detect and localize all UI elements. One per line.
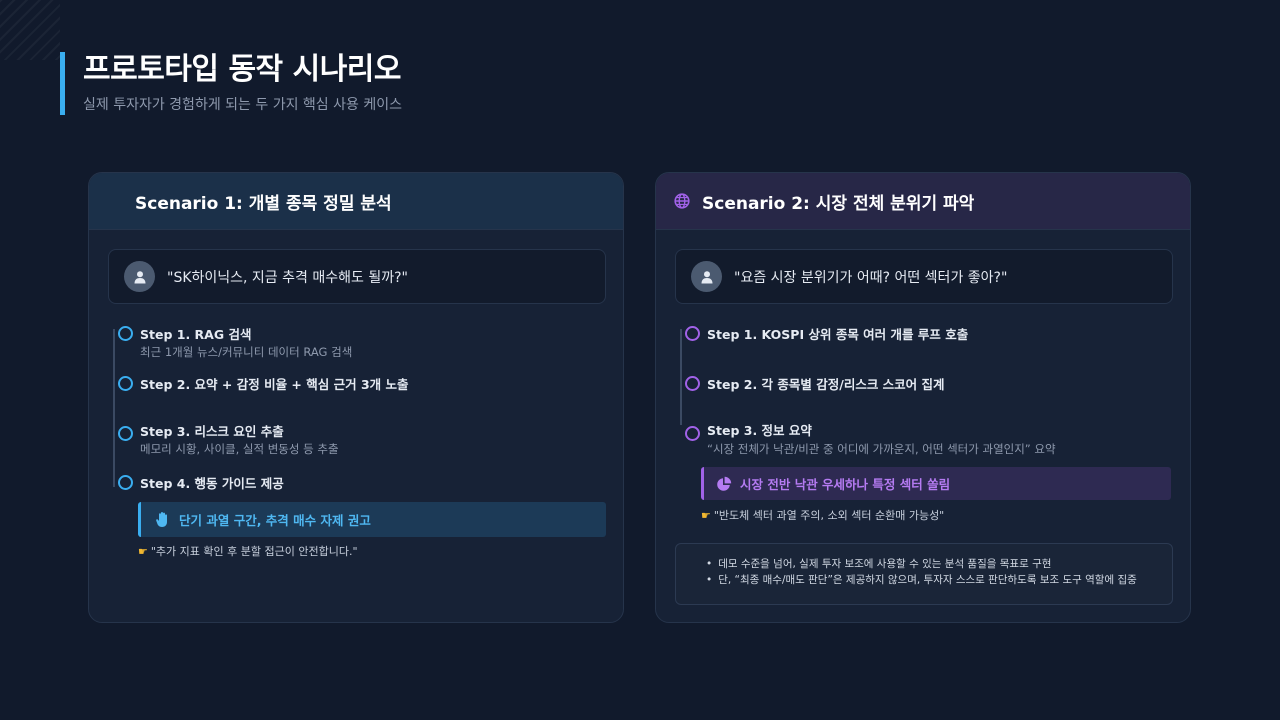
corner-decoration <box>0 0 60 60</box>
scenario-2-info-box: •데모 수준을 넘어, 실제 투자 보조에 사용할 수 있는 분석 품질을 목표… <box>675 543 1173 605</box>
step-title: Step 2. 요약 + 감정 비율 + 핵심 근거 3개 노출 <box>140 377 409 392</box>
step-marker <box>118 326 133 341</box>
step-title: Step 1. KOSPI 상위 종목 여러 개를 루프 호출 <box>707 327 969 342</box>
scenario-1-timeline <box>113 329 115 487</box>
scenario-2-timeline <box>680 329 682 425</box>
scenario-1-query: "SK하이닉스, 지금 추격 매수해도 될까?" <box>108 249 606 304</box>
step-marker <box>118 475 133 490</box>
scenario-1-header: Scenario 1: 개별 종목 정밀 분석 <box>89 173 623 230</box>
user-icon <box>691 261 722 292</box>
scenario-1-card: Scenario 1: 개별 종목 정밀 분석 "SK하이닉스, 지금 추격 매… <box>88 172 624 623</box>
scenario-1-title: Scenario 1: 개별 종목 정밀 분석 <box>135 193 392 214</box>
step-title: Step 4. 행동 가이드 제공 <box>140 476 284 491</box>
scenario-2-note: ☛ "반도체 섹터 과열 주의, 소외 섹터 순환매 가능성" <box>701 507 944 523</box>
hand-icon <box>155 511 171 528</box>
step-marker <box>685 326 700 341</box>
scenario-1-action-callout: 단기 과열 구간, 추격 매수 자제 권고 <box>138 502 606 537</box>
page-header: 프로토타입 동작 시나리오 실제 투자자가 경험하게 되는 두 가지 핵심 사용… <box>60 52 402 115</box>
step-title: Step 3. 리스크 요인 추출 <box>140 424 284 439</box>
step-description: 최근 1개월 뉴스/커뮤니티 데이터 RAG 검색 <box>140 345 353 359</box>
scenario-2-summary-callout: 시장 전반 낙관 우세하나 특정 섹터 쏠림 <box>701 467 1171 500</box>
step-description: 메모리 시황, 사이클, 실적 변동성 등 추출 <box>140 442 339 456</box>
page-subtitle: 실제 투자자가 경험하게 되는 두 가지 핵심 사용 케이스 <box>83 97 402 113</box>
pie-chart-icon <box>716 476 732 492</box>
globe-icon <box>674 193 690 209</box>
scenario-1-note-text: "추가 지표 확인 후 분할 접근이 안전합니다." <box>150 545 358 558</box>
step-description: “시장 전체가 낙관/비관 중 어디에 가까운지, 어떤 섹터가 과열인지” 요… <box>707 442 1056 456</box>
scenario-2-header: Scenario 2: 시장 전체 분위기 파악 <box>656 173 1190 230</box>
info-item: •단, “최종 매수/매도 판단”은 제공하지 않으며, 투자자 스스로 판단하… <box>706 574 1137 586</box>
pointing-hand-icon: ☛ <box>701 508 711 522</box>
user-icon <box>124 261 155 292</box>
scenario-2-query: "요즘 시장 분위기가 어때? 어떤 섹터가 좋아?" <box>675 249 1173 304</box>
scenario-2-note-text: "반도체 섹터 과열 주의, 소외 섹터 순환매 가능성" <box>713 509 945 522</box>
step-title: Step 2. 각 종목별 감정/리스크 스코어 집계 <box>707 377 945 392</box>
step-marker <box>685 376 700 391</box>
scenario-1-callout-text: 단기 과열 구간, 추격 매수 자제 권고 <box>179 513 371 528</box>
scenario-2-title: Scenario 2: 시장 전체 분위기 파악 <box>702 193 975 214</box>
scenario-1-note: ☛ "추가 지표 확인 후 분할 접근이 안전합니다." <box>138 543 358 559</box>
scenario-2-card: Scenario 2: 시장 전체 분위기 파악 "요즘 시장 분위기가 어때?… <box>655 172 1191 623</box>
scenario-1-query-text: "SK하이닉스, 지금 추격 매수해도 될까?" <box>167 269 408 286</box>
scenario-2-query-text: "요즘 시장 분위기가 어때? 어떤 섹터가 좋아?" <box>734 269 1008 286</box>
scenario-2-callout-text: 시장 전반 낙관 우세하나 특정 섹터 쏠림 <box>740 477 951 492</box>
page-title: 프로토타입 동작 시나리오 <box>83 52 401 87</box>
step-title: Step 3. 정보 요약 <box>707 423 812 438</box>
info-item: •데모 수준을 넘어, 실제 투자 보조에 사용할 수 있는 분석 품질을 목표… <box>706 558 1052 570</box>
pointing-hand-icon: ☛ <box>138 544 148 558</box>
step-marker <box>118 426 133 441</box>
step-marker <box>685 426 700 441</box>
step-marker <box>118 376 133 391</box>
step-title: Step 1. RAG 검색 <box>140 327 252 342</box>
